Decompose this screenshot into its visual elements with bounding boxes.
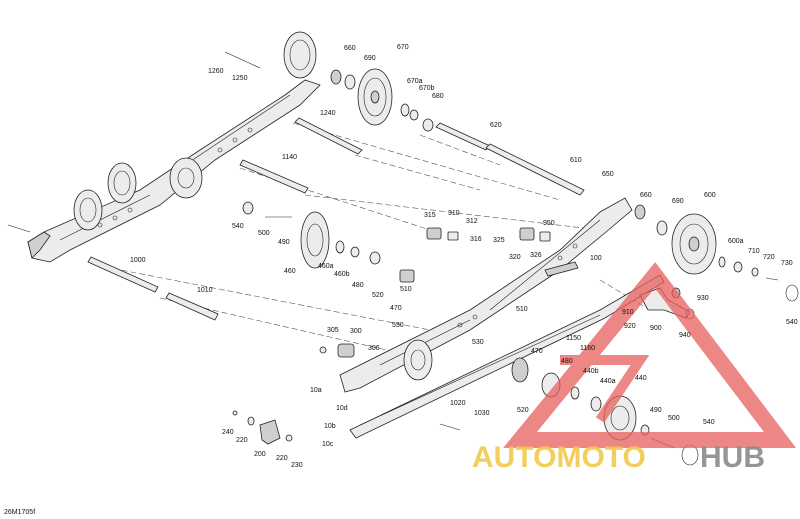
callout-c670a: 670a	[407, 78, 423, 85]
callout-c660a: 660	[344, 45, 356, 52]
callout-c500b: 500	[668, 415, 680, 422]
callout-c710: 710	[748, 248, 760, 255]
callout-c610: 610	[570, 157, 582, 164]
callout-c460b: 460b	[334, 271, 350, 278]
callout-c10c: 10c	[322, 441, 334, 448]
callout-c470b: 470	[531, 348, 543, 355]
callout-c520b: 520	[517, 407, 529, 414]
callout-c910: 910	[622, 309, 634, 316]
lower-right-wheel-440	[511, 357, 699, 466]
callout-c600: 600	[704, 192, 716, 199]
callout-c100: 100	[590, 255, 602, 262]
callout-c670: 670	[397, 44, 409, 51]
callout-c540b: 540	[786, 319, 798, 326]
callout-c520a: 520	[372, 292, 384, 299]
callout-c720: 720	[763, 254, 775, 261]
callout-c510a: 510	[400, 286, 412, 293]
callout-c900: 900	[650, 325, 662, 332]
callout-c500a: 500	[258, 230, 270, 237]
diagram-id: 26M1705f	[4, 509, 35, 516]
callout-c220a: 220	[236, 437, 248, 444]
watermark-brand-suffix: HUB	[700, 441, 765, 474]
callout-c312: 312	[466, 218, 478, 225]
callout-c1260: 1260	[208, 68, 224, 75]
callout-c620: 620	[490, 122, 502, 129]
callout-c315: 315	[424, 212, 436, 219]
callout-c320: 320	[509, 254, 521, 261]
callout-c240: 240	[222, 429, 234, 436]
left-rail-wheels	[73, 31, 317, 231]
callout-c10d: 10d	[336, 405, 348, 412]
callout-c690a: 690	[364, 55, 376, 62]
callout-c10b: 10b	[324, 423, 336, 430]
callout-c510b: 510	[516, 306, 528, 313]
callout-c440: 440	[635, 375, 647, 382]
callout-c690b: 690	[672, 198, 684, 205]
wheel-670	[357, 68, 393, 126]
callout-c490b: 490	[650, 407, 662, 414]
watermark-logo	[503, 262, 797, 448]
callout-c540a: 540	[232, 223, 244, 230]
bushings-660-690	[330, 69, 434, 132]
watermark-brand-main: AUTOMOTO	[472, 441, 646, 474]
shafts	[87, 117, 585, 321]
middle-small-parts	[242, 201, 551, 283]
callout-c1140: 1140	[282, 154, 297, 161]
callout-c1240: 1240	[320, 110, 336, 117]
callout-c930: 930	[697, 295, 709, 302]
callout-c480: 480	[352, 282, 364, 289]
callout-c950: 950	[543, 220, 555, 227]
callout-c730: 730	[781, 260, 793, 267]
callout-c1010: 1010	[197, 287, 213, 294]
callout-c1030: 1030	[474, 410, 490, 417]
assembly-lines	[94, 122, 651, 361]
callout-c650: 650	[602, 171, 614, 178]
callout-c530a: 530	[392, 322, 404, 329]
callout-c530b: 530	[472, 339, 484, 346]
lower-left-parts	[7, 51, 461, 445]
callout-c470a: 470	[390, 305, 402, 312]
callout-c230: 230	[291, 462, 303, 469]
callout-c920: 920	[624, 323, 636, 330]
callout-c490a: 490	[278, 239, 290, 246]
callout-c670b: 670b	[419, 85, 435, 92]
callout-c540c: 540	[703, 419, 715, 426]
callout-c680: 680	[432, 93, 444, 100]
callout-c660b: 660	[640, 192, 652, 199]
callout-c480b: 480	[561, 358, 573, 365]
right-rail	[339, 197, 633, 393]
callout-c310: 310	[448, 210, 460, 217]
callout-c1020: 1020	[450, 400, 466, 407]
callout-c10a: 10a	[310, 387, 322, 394]
callout-c440a: 440a	[600, 378, 616, 385]
callout-c940: 940	[679, 332, 691, 339]
callout-c1150: 1150	[566, 335, 581, 342]
callout-c460a: 460a	[318, 263, 334, 270]
callout-c600a: 600a	[728, 238, 744, 245]
callout-c325: 325	[493, 237, 505, 244]
callout-c200: 200	[254, 451, 266, 458]
callout-c440b: 440b	[583, 368, 599, 375]
callout-c326: 326	[530, 252, 542, 259]
callout-c1250: 1250	[232, 75, 248, 82]
watermark-brand: AUTOMOTO HUB	[472, 441, 765, 474]
callout-c300: 300	[350, 328, 362, 335]
callout-c220b: 220	[276, 455, 288, 462]
callout-c1000: 1000	[130, 257, 146, 264]
callout-c316: 316	[470, 236, 482, 243]
callout-c460: 460	[284, 268, 296, 275]
callout-c305: 305	[327, 327, 339, 334]
wheel-600	[634, 204, 799, 302]
callout-c1160: 1160	[580, 345, 595, 352]
callout-c306: 306	[368, 345, 380, 352]
